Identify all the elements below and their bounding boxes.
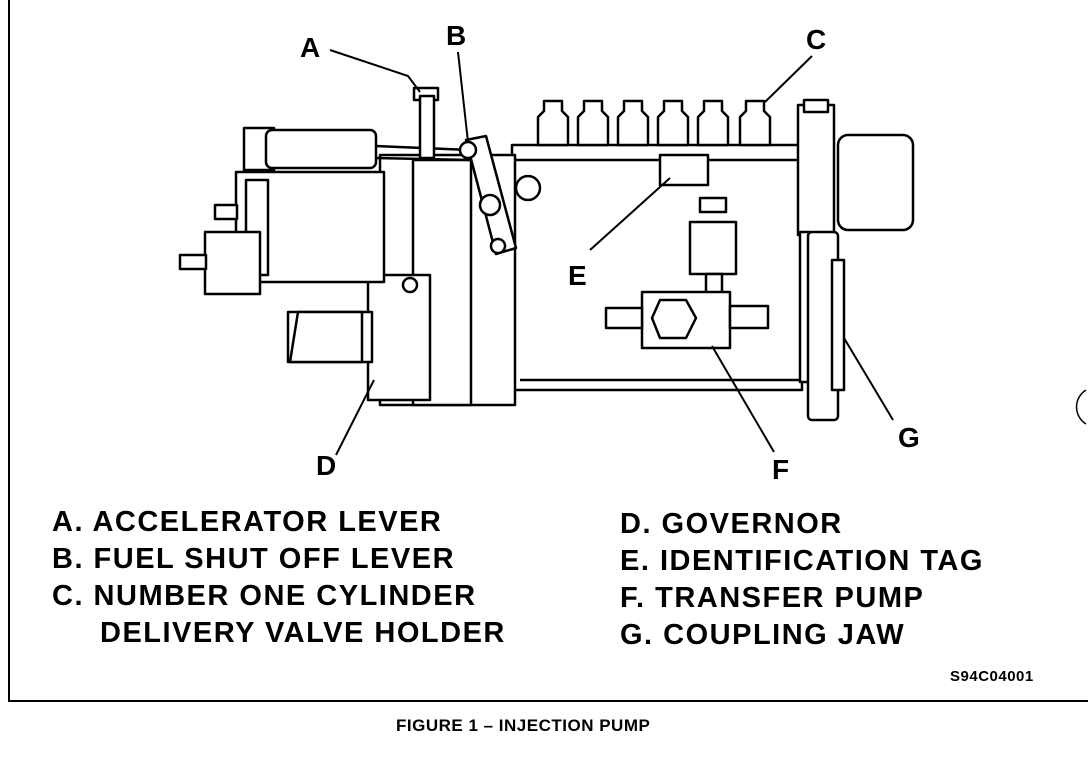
left-mechanism	[178, 126, 386, 296]
figure-frame	[8, 0, 1088, 702]
callout-c: C	[806, 24, 827, 55]
legend-item-e: E. IDENTIFICATION TAG	[620, 545, 984, 577]
figure-code: S94C04001	[950, 668, 1034, 685]
legend-left: A. ACCELERATOR LEVER B. FUEL SHUT OFF LE…	[52, 504, 506, 652]
legend-item-c-continued: DELIVERY VALVE HOLDER	[100, 617, 506, 649]
legend-item-g: G. COUPLING JAW	[620, 619, 906, 651]
legend-item-d: D. GOVERNOR	[620, 508, 843, 540]
callout-f: F	[772, 454, 790, 485]
legend-item-c: C. NUMBER ONE CYLINDER	[52, 580, 477, 612]
punch-hole-mark	[1075, 389, 1087, 425]
pump-body	[510, 143, 804, 392]
shutoff-lever-shape	[458, 134, 518, 256]
callout-a: A	[300, 32, 321, 63]
legend-item-f: F. TRANSFER PUMP	[620, 582, 925, 614]
legend-item-b: B. FUEL SHUT OFF LEVER	[52, 543, 456, 575]
transfer-pump-shape	[604, 196, 770, 350]
end-fitting	[796, 98, 915, 237]
delivery-valve-holders	[536, 99, 772, 147]
leader-lines	[329, 49, 894, 456]
figure-caption: FIGURE 1 – INJECTION PUMP	[396, 716, 651, 735]
callout-g: G	[898, 422, 920, 453]
legend-item-a: A. ACCELERATOR LEVER	[52, 506, 443, 538]
callout-e: E	[568, 260, 587, 291]
coupling-jaw	[798, 230, 846, 422]
accelerator-lever-shape	[412, 86, 440, 160]
callout-d: D	[316, 450, 337, 481]
callout-b: B	[446, 20, 467, 51]
legend-right: D. GOVERNOR E. IDENTIFICATION TAG F. TRA…	[620, 506, 984, 654]
